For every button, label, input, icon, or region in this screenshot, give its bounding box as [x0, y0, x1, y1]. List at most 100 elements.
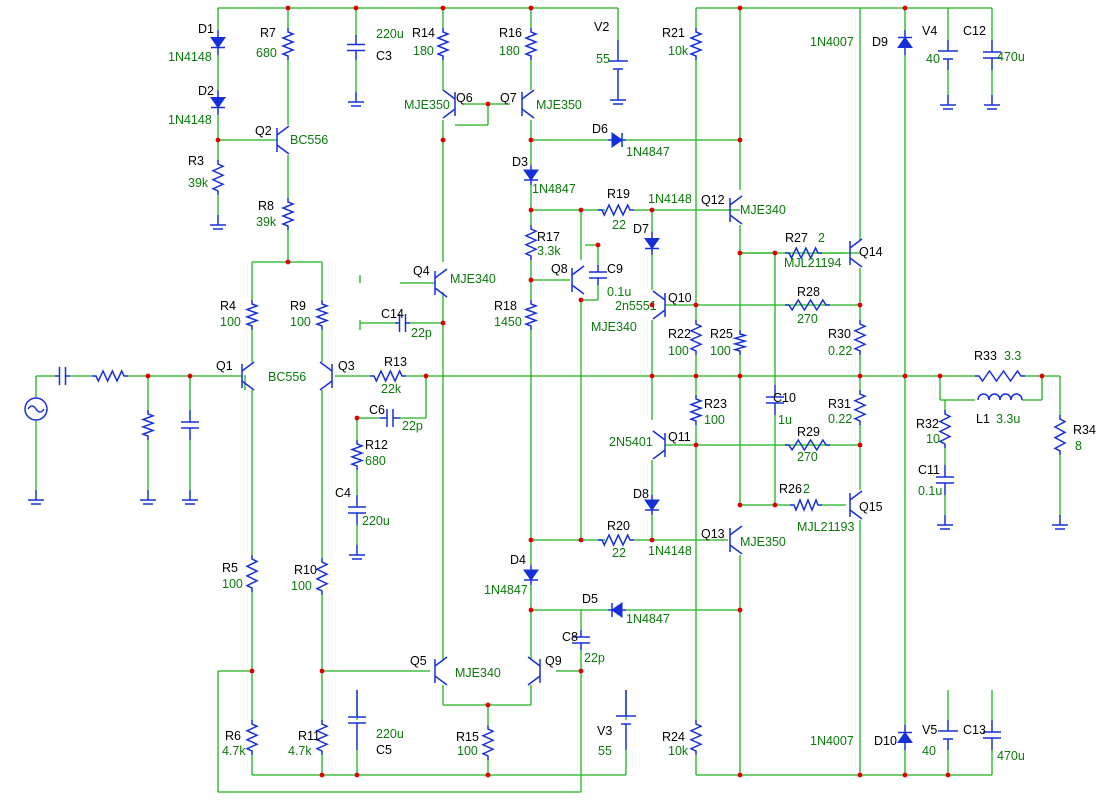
- component-value-label: 8: [1075, 439, 1082, 453]
- component-value-label: 470u: [997, 50, 1025, 64]
- component-c5: [348, 690, 366, 750]
- component-value-label: 3.3k: [537, 244, 561, 258]
- junction-dot: [578, 668, 584, 674]
- component-ref-label: C3: [376, 49, 392, 63]
- component-value-label: 40: [922, 744, 936, 758]
- junction-dot: [857, 373, 863, 379]
- junction-dot: [649, 207, 655, 213]
- component-value-label: 1N4007: [810, 734, 854, 748]
- component-value-label: MJE340: [450, 272, 496, 286]
- component-value-label: 100: [222, 577, 243, 591]
- component-value-label: 680: [365, 454, 386, 468]
- component-c10: [766, 385, 784, 415]
- component-r19: [598, 203, 634, 217]
- component-ref-label: R31: [828, 397, 851, 411]
- component-ref-label: R3: [188, 154, 204, 168]
- junction-dot: [578, 297, 584, 303]
- component-value-label: BC556: [268, 370, 306, 384]
- component-value-label: 680: [256, 46, 277, 60]
- component-ref-label: D3: [512, 155, 528, 169]
- component-r28: [785, 298, 830, 312]
- component-value-label: 1N4148: [648, 192, 692, 206]
- junction-dot: [440, 137, 446, 143]
- component-q14: [849, 238, 863, 268]
- component-ref-label: D5: [582, 592, 598, 606]
- component-ref-label: Q9: [545, 654, 562, 668]
- junction-dot: [649, 373, 655, 379]
- component-l1: [977, 393, 1023, 401]
- component-value-label: MJL21194: [784, 256, 841, 270]
- component-ref-label: R27: [785, 231, 808, 245]
- component-value-label: 1N4847: [626, 612, 670, 626]
- component-r30: [853, 320, 867, 355]
- component-ref-label: Q14: [859, 245, 883, 259]
- component-r34: [1053, 415, 1067, 455]
- junction-dot: [440, 320, 446, 326]
- component-r24: [689, 720, 703, 755]
- junction-dot: [737, 373, 743, 379]
- component-value-label: 0.22: [828, 412, 852, 426]
- junction-dot: [945, 772, 951, 778]
- ground-symbol: [940, 95, 956, 110]
- component-value-label: 100: [704, 413, 725, 427]
- junction-dot: [528, 137, 534, 143]
- junction-dot: [528, 537, 534, 543]
- junction-dot: [485, 772, 491, 778]
- junction-dot: [319, 772, 325, 778]
- component-ref-label: R10: [294, 563, 317, 577]
- component-value-label: 22p: [402, 419, 423, 433]
- component-v5: [938, 720, 958, 750]
- ground-symbol: [182, 490, 198, 505]
- junction-dot: [578, 207, 584, 213]
- component-ref-label: C11: [918, 463, 940, 477]
- component-c1: [55, 367, 70, 385]
- ground-symbol: [140, 490, 156, 505]
- junction-dot: [772, 250, 778, 256]
- component-ref-label: R24: [662, 730, 685, 744]
- component-c14: [395, 314, 410, 332]
- component-c12: [983, 40, 1001, 70]
- component-ref-label: R21: [662, 26, 685, 40]
- component-r13: [370, 369, 406, 383]
- ground-symbol: [348, 92, 364, 107]
- junction-dot: [423, 373, 429, 379]
- component-ref-label: R26: [779, 482, 802, 496]
- component-d3: [523, 165, 539, 185]
- component-value-label: 270: [797, 312, 818, 326]
- component-r17: [524, 225, 538, 260]
- component-ref-label: C5: [376, 743, 392, 757]
- junction-dot: [902, 5, 908, 11]
- component-r9: [314, 300, 330, 330]
- junction-dot: [353, 5, 359, 11]
- component-d2: [210, 90, 226, 115]
- component-ref-label: D2: [198, 84, 214, 98]
- component-ref-label: Q2: [255, 124, 272, 138]
- junction-dot: [693, 302, 699, 308]
- component-ref-label: R11: [298, 729, 320, 743]
- junction-dot: [354, 772, 360, 778]
- wire-layer: [35, 7, 1061, 793]
- component-value-label: 270: [797, 450, 818, 464]
- component-value-label: 0.1u: [607, 285, 631, 299]
- component-value-label: 2: [818, 231, 825, 245]
- component-q8: [571, 265, 585, 295]
- component-r20: [598, 533, 634, 547]
- component-value-label: 40: [926, 52, 940, 66]
- component-r2: [140, 410, 156, 440]
- component-d1: [210, 30, 226, 55]
- component-d9: [897, 30, 913, 55]
- component-value-label: 0.1u: [918, 484, 942, 498]
- junction-dot: [485, 101, 491, 107]
- component-ref-label: C9: [607, 262, 623, 276]
- component-v3: [616, 690, 636, 750]
- component-value-label: 180: [413, 44, 434, 58]
- junction-dot: [737, 137, 743, 143]
- component-d7: [644, 232, 660, 255]
- junction-dot: [902, 373, 908, 379]
- junction-dot: [857, 442, 863, 448]
- component-ref-label: Q11: [668, 430, 691, 444]
- component-ref-label: R28: [797, 285, 820, 299]
- component-d6: [608, 132, 626, 148]
- component-value-label: 100: [668, 344, 689, 358]
